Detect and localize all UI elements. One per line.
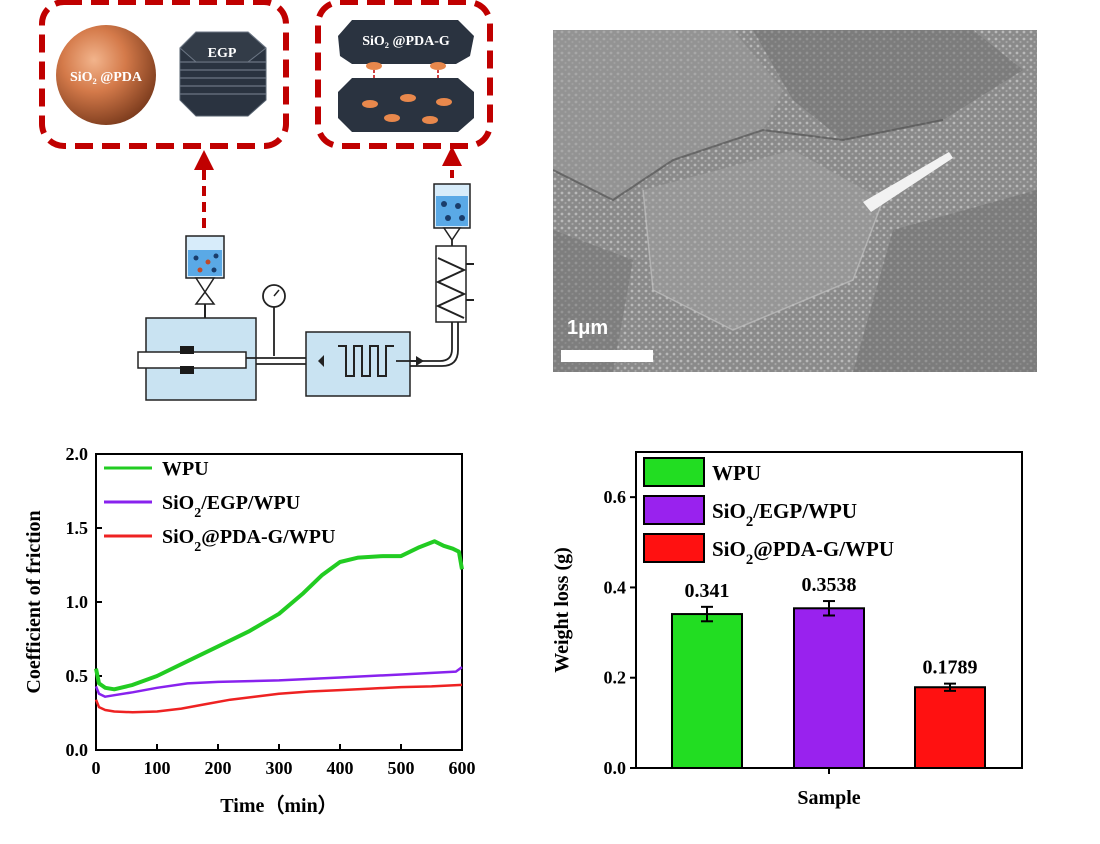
product-label: SiO₂ @PDA-G: [362, 34, 450, 49]
y-axis-label: Weight loss (g): [551, 547, 573, 673]
sphere-label: SiO₂ @PDA: [70, 70, 143, 85]
weight-loss-chart: 0.0 0.2 0.4 0.6 0.341 WPU 0.3538 SiO2/EGP/WPU 0.…: [551, 451, 1023, 809]
data-label-3: 0.1789: [923, 657, 978, 679]
bar-2: [793, 607, 865, 769]
y-tick-label: 0.5: [66, 666, 89, 686]
y-tick-label: 2.0: [66, 444, 89, 464]
sio2-pda-sphere: [56, 25, 156, 125]
x-tick-label: 600: [449, 758, 476, 778]
graphene-top-sheet: [338, 20, 474, 64]
y-tick-label: 0.2: [604, 668, 627, 688]
x-axis-label: Time（min）: [220, 794, 337, 817]
heat-exchanger: [435, 245, 474, 323]
legend-label-2: SiO2/EGP/WPU: [712, 499, 857, 530]
y-tick-label: 1.5: [66, 518, 89, 538]
egp-label: EGP: [208, 46, 237, 61]
legend-swatch-2: [643, 495, 705, 525]
x-tick-label: 500: [388, 758, 415, 778]
legend-swatch-1: [643, 457, 705, 487]
y-tick-label: 0.0: [604, 758, 627, 778]
legend-label-2: SiO2/EGP/WPU: [162, 492, 300, 521]
y-tick-label: 0.0: [66, 740, 89, 760]
scale-bar-label: 1μm: [567, 317, 609, 339]
y-tick-label: 1.0: [66, 592, 89, 612]
x-tick-label: 100: [144, 758, 171, 778]
beaker-left: [185, 235, 225, 332]
legend-swatch-3: [643, 533, 705, 563]
bar-3: [914, 686, 986, 770]
interaction-chamber: [305, 331, 424, 397]
sem-flake: [863, 152, 953, 212]
x-tick-label: 200: [205, 758, 232, 778]
series-line-2: [94, 666, 463, 698]
homogenizer-body: [137, 317, 306, 401]
outlet-pipe: [410, 322, 453, 362]
series-line-1: [94, 539, 464, 692]
x-tick-label: 0: [92, 758, 101, 778]
dashed-frame-right: [315, 0, 493, 149]
legend-label-3: SiO2@PDA-G/WPU: [162, 526, 335, 555]
x-tick-label: 300: [266, 758, 293, 778]
y-tick-label: 0.6: [604, 487, 627, 507]
sem-texture: [553, 30, 1037, 372]
y-axis-label: Coefficient of friction: [23, 510, 45, 693]
x-axis-label: Sample: [797, 787, 860, 809]
preparation-schematic: SiO₂ @PDA EGP SiO₂ @PDA-G: [39, 0, 493, 401]
egp-stack: [179, 31, 267, 117]
beaker-right: [433, 183, 471, 246]
y-tick-label: 0.4: [604, 577, 627, 597]
pressure-gauge-icon: [262, 284, 286, 356]
x-tick-label: 400: [327, 758, 354, 778]
legend-label-1: WPU: [712, 461, 761, 485]
legend-label-1: WPU: [162, 458, 209, 480]
data-label-1: 0.341: [685, 580, 730, 602]
graphene-bottom-sheet: [338, 78, 474, 132]
scale-bar: [561, 350, 653, 362]
sem-micrograph: 1μm: [553, 30, 1037, 372]
legend-label-3: SiO2@PDA-G/WPU: [712, 537, 894, 568]
bar-1: [671, 613, 743, 769]
data-label-2: 0.3538: [802, 574, 857, 596]
dashed-frame-left: [39, 0, 289, 149]
series-line-3: [94, 683, 463, 714]
